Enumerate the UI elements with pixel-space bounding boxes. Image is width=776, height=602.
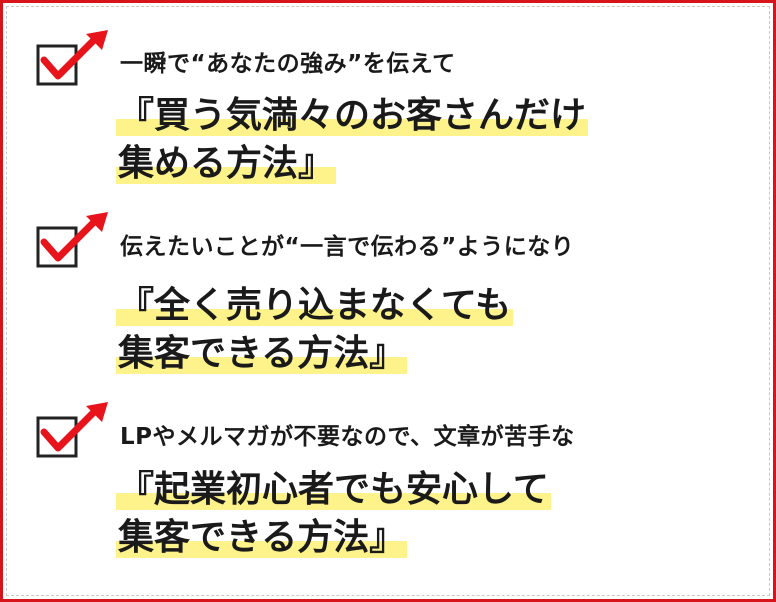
inner-dashed-frame [6,6,770,596]
headline-line-1: 『起業初心者でも安心して [116,469,551,510]
benefit-headline: 『全く売り込まなくても 集客できる方法』 [116,282,514,378]
checkbox-checked-icon [36,30,108,86]
headline-line-1: 『全く売り込まなくても [116,285,514,326]
benefit-headline: 『起業初心者でも安心して 集客できる方法』 [116,466,551,562]
benefit-lead-text: LPやメルマガが不要なので、文章が苦手な [120,424,575,450]
headline-line-1: 『買う気満々のお客さんだけ [116,95,589,136]
checkbox-checked-icon [36,402,108,458]
headline-line-2: 集客できる方法』 [116,333,408,374]
headline-line-2: 集める方法』 [116,143,337,184]
benefit-lead-text: 伝えたいことが“一言で伝わる”ようになり [120,234,575,260]
benefit-lead-text: 一瞬で“あなたの強み”を伝えて [120,51,456,77]
headline-line-2: 集客できる方法』 [116,517,408,558]
checkbox-checked-icon [36,212,108,268]
benefit-headline: 『買う気満々のお客さんだけ 集める方法』 [116,92,589,188]
